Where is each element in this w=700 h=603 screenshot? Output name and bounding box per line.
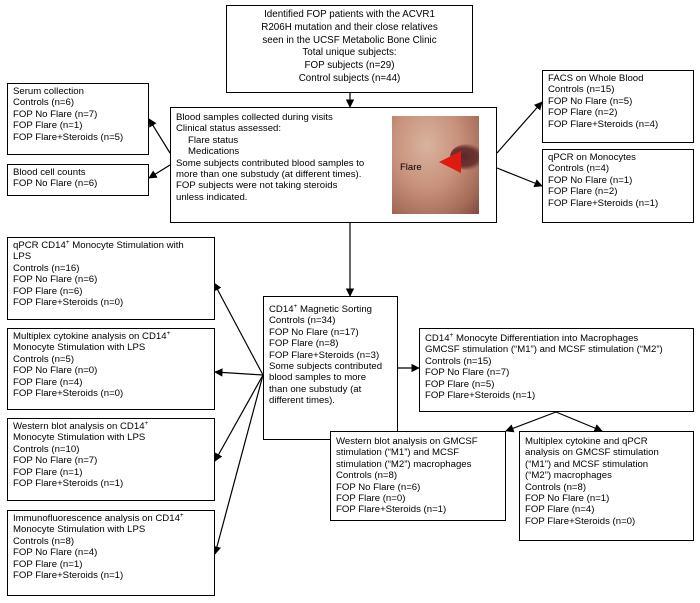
qpcr-cd14-stimulation-box: qPCR CD14+ Monocyte Stimulation with LPS… bbox=[7, 237, 215, 320]
arrow-sorting-to-multiplex-cd14 bbox=[214, 368, 264, 377]
arrow-diff-to-multiplex-mac bbox=[555, 411, 603, 432]
qpcr-monocytes-box: qPCR on Monocytes Controls (n=4) FOP No … bbox=[542, 149, 694, 223]
arrow-sorting-to-western-cd14 bbox=[214, 374, 264, 462]
serum-collection-box: Serum collection Controls (n=6) FOP No F… bbox=[7, 83, 149, 155]
arrow-blood-to-qpcr-mono bbox=[496, 167, 543, 188]
arrow-blood-to-facs bbox=[496, 101, 543, 154]
magnetic-sorting-box: CD14+ Magnetic Sorting Controls (n=34) F… bbox=[263, 296, 398, 440]
western-cd14-stimulation-box: Western blot analysis on CD14+ Monocyte … bbox=[7, 418, 215, 501]
arrow-diff-to-western-mac bbox=[505, 411, 557, 433]
red-arrow-marker-icon bbox=[439, 151, 461, 173]
monocyte-differentiation-box: CD14+ Monocyte Differentiation into Macr… bbox=[419, 328, 694, 412]
top-box-patients: Identified FOP patients with the ACVR1 R… bbox=[226, 5, 473, 93]
western-macrophages-box: Western blot analysis on GMCSF stimulati… bbox=[330, 431, 506, 521]
arrow-blood-to-serum bbox=[148, 118, 171, 154]
arrow-blood-to-bloodcell bbox=[148, 164, 171, 179]
flare-photo: Flare bbox=[392, 116, 479, 214]
arrow-sorting-to-qpcr-cd14 bbox=[213, 282, 264, 376]
blood-cell-counts-box: Blood cell counts FOP No Flare (n=6) bbox=[7, 164, 149, 196]
immunofluorescence-cd14-box: Immunofluorescence analysis on CD14+ Mon… bbox=[7, 510, 215, 596]
flare-photo-label: Flare bbox=[400, 162, 422, 173]
facs-box: FACS on Whole Blood Controls (n=15) FOP … bbox=[542, 70, 694, 143]
arrow-sorting-to-immuno-cd14 bbox=[212, 374, 264, 555]
multiplex-macrophages-box: Multiplex cytokine and qPCR analysis on … bbox=[519, 431, 694, 541]
multiplex-cd14-stimulation-box: Multiplex cytokine analysis on CD14+ Mon… bbox=[7, 328, 215, 410]
